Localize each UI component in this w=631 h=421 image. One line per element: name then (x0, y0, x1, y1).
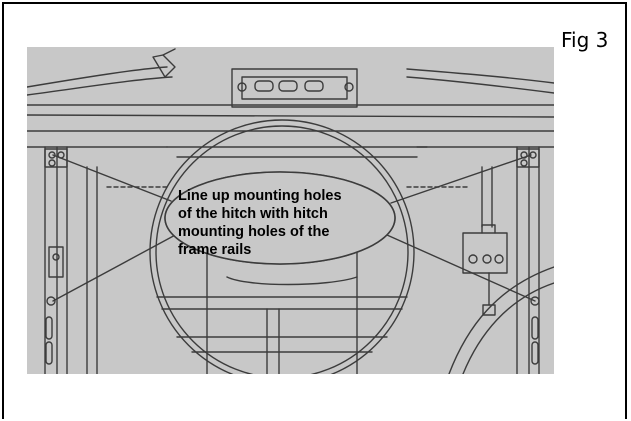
callout-line-3: mounting holes of the (178, 224, 330, 240)
figure-label: Fig 3 (561, 28, 609, 52)
callout-line-2: of the hitch with hitch (178, 206, 328, 222)
callout-line-4: frame rails (178, 242, 252, 258)
vehicle-underbody-line-art (27, 48, 554, 374)
hitch-installation-drawing (27, 47, 554, 374)
callout-instruction: Line up mounting holes of the hitch with… (178, 187, 358, 259)
callout-line-1: Line up mounting holes (178, 188, 342, 204)
